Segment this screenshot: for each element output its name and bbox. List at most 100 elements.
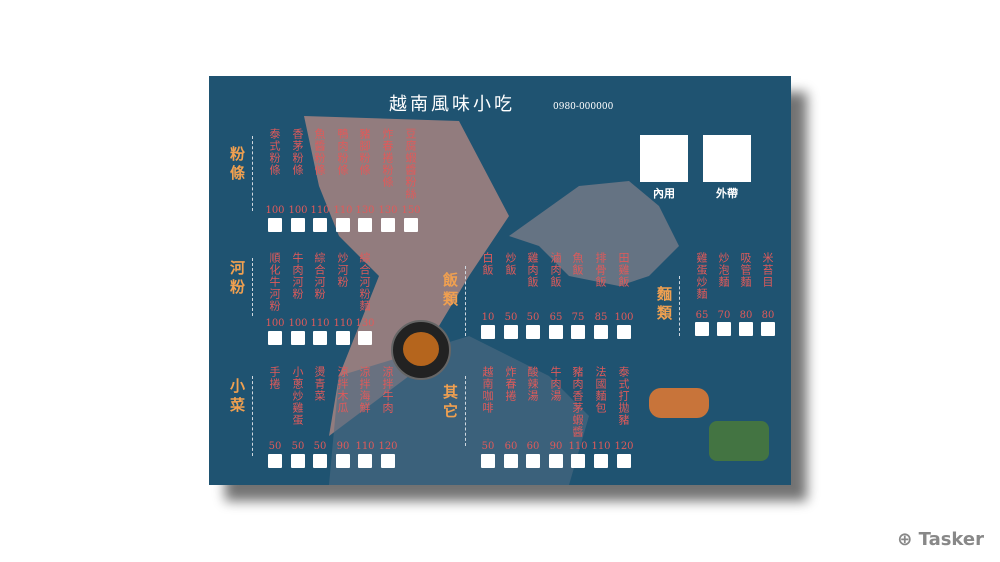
order-checkbox[interactable] [549, 325, 563, 339]
menu-item-price: 85 [594, 312, 608, 323]
menu-item-price: 10 [481, 312, 495, 323]
dine-in-label: 內用 [653, 187, 675, 200]
order-checkbox[interactable] [594, 454, 608, 468]
section-divider [252, 376, 253, 456]
section-divider [679, 276, 680, 336]
menu-item-name: 鴨肉粉條 [336, 128, 349, 176]
menu-item-price: 110 [568, 441, 588, 452]
order-checkbox[interactable] [291, 218, 305, 232]
order-checkbox[interactable] [268, 218, 282, 232]
menu-item-name: 白飯 [481, 252, 494, 276]
menu-item-price: 70 [717, 310, 731, 321]
menu-item-price: 90 [549, 441, 563, 452]
order-checkbox[interactable] [549, 454, 563, 468]
menu-item-name: 豬肉香茅蝦醬 [571, 366, 584, 438]
menu-item-name: 雞蛋炒麵 [695, 252, 708, 300]
menu-item-name: 炒飯 [504, 252, 517, 276]
menu-item-price: 80 [739, 310, 753, 321]
section-label: 河粉 [228, 260, 246, 298]
menu-item-price: 65 [695, 310, 709, 321]
order-checkbox[interactable] [291, 331, 305, 345]
menu-item-name: 滷肉飯 [549, 252, 562, 288]
order-checkbox[interactable] [695, 322, 709, 336]
order-checkbox[interactable] [381, 218, 395, 232]
section-label: 飯類 [441, 272, 459, 310]
takeout-label: 外帶 [716, 187, 738, 200]
order-checkbox[interactable] [313, 218, 327, 232]
menu-item-name: 豬腳粉條 [358, 128, 371, 176]
section-label: 其它 [441, 384, 459, 422]
order-checkbox[interactable] [594, 325, 608, 339]
section-divider [465, 376, 466, 446]
watermark-text: Tasker [918, 529, 984, 550]
takeout-box[interactable] [703, 135, 751, 182]
menu-item-name: 炸春捲粉條 [381, 128, 394, 188]
menu-item-name: 豆腐蝦醬粉絲 [404, 128, 417, 200]
menu-item-name: 泰式打拋豬 [617, 366, 630, 426]
order-checkbox[interactable] [336, 331, 350, 345]
menu-item-price: 150 [401, 205, 421, 216]
menu-item-name: 吸管麵 [739, 252, 752, 288]
order-checkbox[interactable] [526, 454, 540, 468]
order-checkbox[interactable] [268, 331, 282, 345]
menu-item-price: 90 [336, 441, 350, 452]
order-checkbox[interactable] [504, 454, 518, 468]
order-checkbox[interactable] [481, 454, 495, 468]
restaurant-title: 越南風味小吃 [389, 94, 515, 115]
menu-item-price: 130 [378, 205, 398, 216]
order-checkbox[interactable] [381, 454, 395, 468]
section-divider [465, 266, 466, 336]
order-checkbox[interactable] [526, 325, 540, 339]
menu-item-price: 50 [526, 312, 540, 323]
section-label: 麵類 [655, 286, 673, 324]
menu-item-price: 100 [265, 205, 285, 216]
order-checkbox[interactable] [739, 322, 753, 336]
menu-item-price: 50 [291, 441, 305, 452]
order-checkbox[interactable] [268, 454, 282, 468]
order-checkbox[interactable] [571, 454, 585, 468]
spring-roll-image [709, 421, 769, 461]
menu-item-price: 110 [310, 205, 330, 216]
order-checkbox[interactable] [358, 218, 372, 232]
menu-item-price: 65 [549, 312, 563, 323]
menu-item-price: 50 [313, 441, 327, 452]
dine-in-box[interactable] [640, 135, 688, 182]
order-checkbox[interactable] [336, 454, 350, 468]
order-checkbox[interactable] [481, 325, 495, 339]
menu-item-price: 120 [614, 441, 634, 452]
order-checkbox[interactable] [761, 322, 775, 336]
order-checkbox[interactable] [313, 454, 327, 468]
menu-item-price: 110 [333, 205, 353, 216]
order-checkbox[interactable] [504, 325, 518, 339]
order-checkbox[interactable] [617, 325, 631, 339]
order-checkbox[interactable] [404, 218, 418, 232]
menu-item-name: 順化牛河粉 [268, 252, 281, 312]
order-checkbox[interactable] [336, 218, 350, 232]
order-checkbox[interactable] [571, 325, 585, 339]
menu-item-price: 75 [571, 312, 585, 323]
menu-item-price: 130 [355, 318, 375, 329]
menu-item-name: 涼拌海鮮 [358, 366, 371, 414]
menu-item-name: 涼拌木瓜 [336, 366, 349, 414]
menu-item-name: 綜合河粉麵 [358, 252, 371, 312]
order-checkbox[interactable] [358, 331, 372, 345]
menu-item-name: 炒河粉 [336, 252, 349, 288]
menu-item-price: 50 [481, 441, 495, 452]
order-checkbox[interactable] [291, 454, 305, 468]
sandwich-image [649, 388, 709, 418]
menu-item-price: 100 [288, 205, 308, 216]
section-label: 小菜 [228, 378, 246, 416]
menu-item-price: 60 [526, 441, 540, 452]
menu-item-price: 50 [268, 441, 282, 452]
order-checkbox[interactable] [313, 331, 327, 345]
order-checkbox[interactable] [617, 454, 631, 468]
order-checkbox[interactable] [717, 322, 731, 336]
order-checkbox[interactable] [358, 454, 372, 468]
menu-item-name: 燙青菜 [313, 366, 326, 402]
menu-item-price: 80 [761, 310, 775, 321]
menu-item-name: 綜合河粉 [313, 252, 326, 300]
menu-item-price: 110 [591, 441, 611, 452]
decorative-figure [304, 116, 679, 485]
food-dish-image [391, 320, 451, 380]
